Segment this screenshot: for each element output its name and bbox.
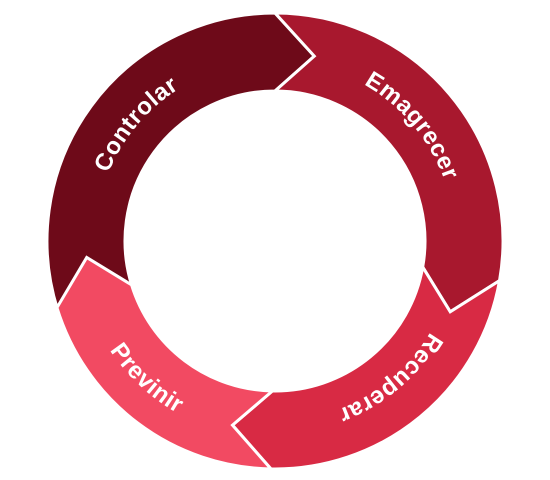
cycle-segment-previnir xyxy=(55,255,277,471)
cycle-segments xyxy=(45,11,505,471)
